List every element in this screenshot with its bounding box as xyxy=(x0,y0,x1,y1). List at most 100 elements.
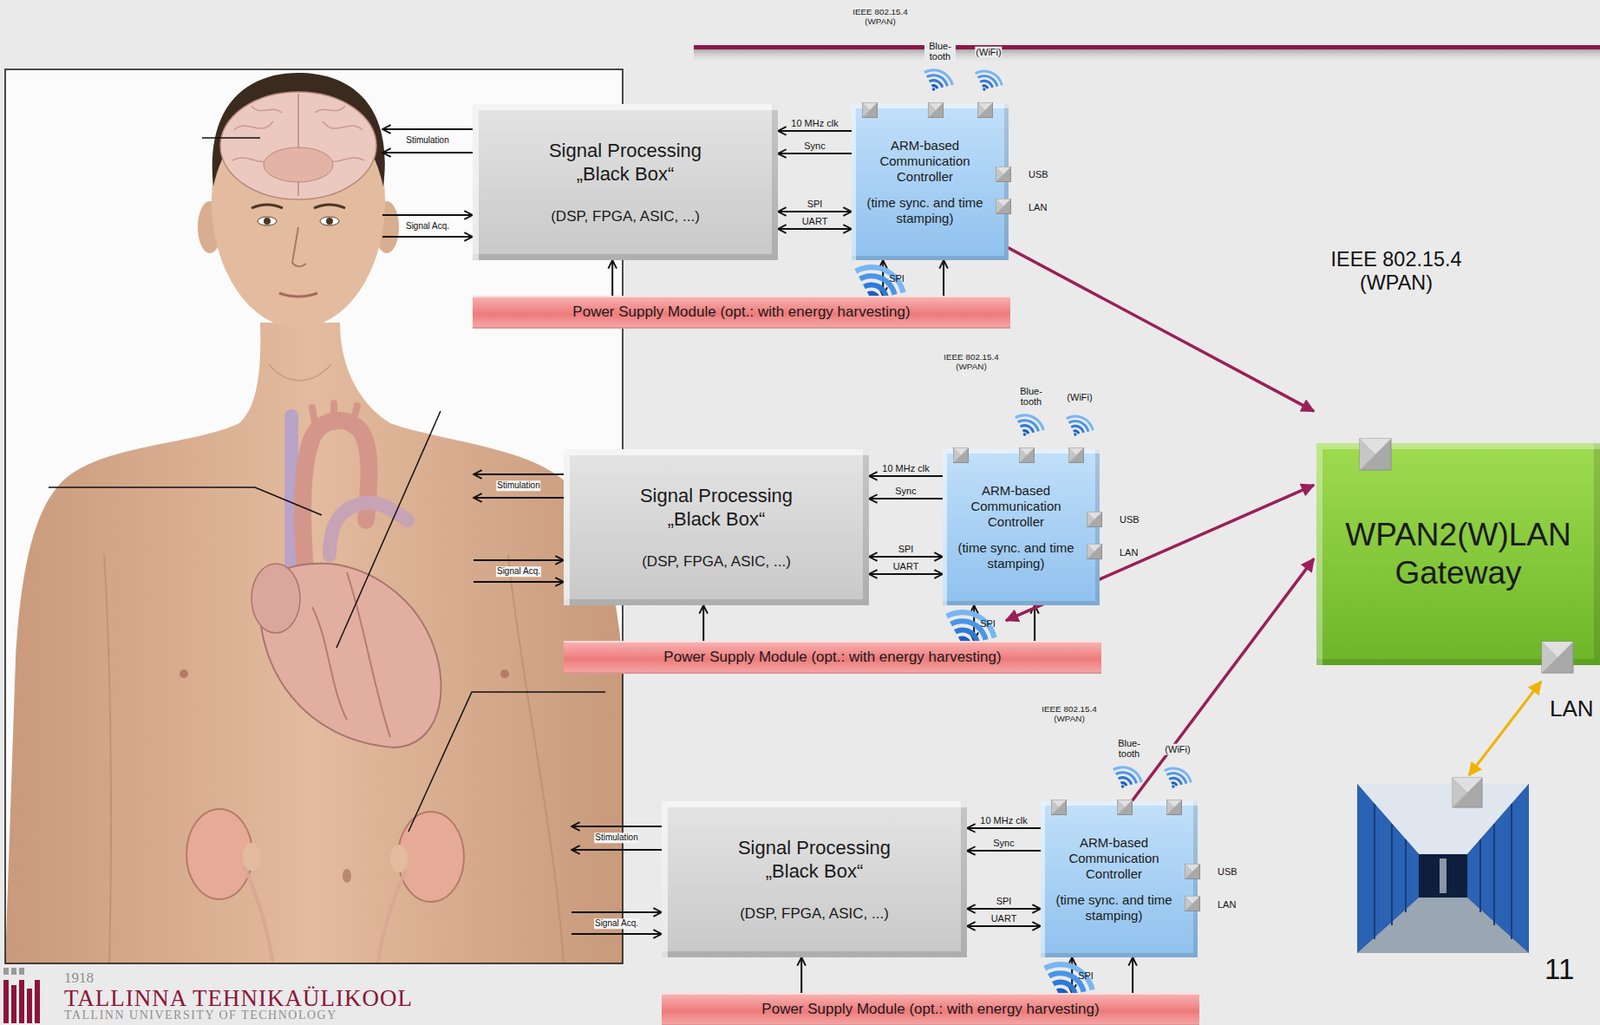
signal-arrow xyxy=(868,497,943,500)
signal-processing-box: Signal Processing „Black Box“(DSP, FPGA,… xyxy=(472,104,778,261)
brain xyxy=(220,91,377,200)
signal-label: Stimulation xyxy=(594,832,639,843)
stimulation-arrow xyxy=(382,128,473,131)
wpan-antenna: IEEE 802.15.4 (WPAN) xyxy=(936,352,1006,651)
port-face xyxy=(1069,448,1078,464)
signal-arrow xyxy=(1033,605,1036,641)
radio-dot xyxy=(1171,784,1175,788)
port-square xyxy=(1452,777,1483,808)
signal-label: Stimulation xyxy=(496,480,541,491)
acquisition-arrow xyxy=(571,933,662,935)
signal-arrow xyxy=(777,152,852,155)
port-face xyxy=(978,103,987,118)
signal-arrow xyxy=(702,605,705,641)
logo-bar xyxy=(34,979,40,1024)
signal-arrow xyxy=(1131,957,1134,993)
radio-icon xyxy=(1065,415,1095,437)
title-bar-shadow xyxy=(693,49,1600,64)
node-subtext: (DSP, FPGA, ASIC, ...) xyxy=(641,552,791,571)
arm-crease xyxy=(104,555,112,964)
server-floor xyxy=(1357,897,1529,954)
signal-arrow xyxy=(868,573,943,575)
logo-bar xyxy=(11,985,17,1024)
signal-name: Sync xyxy=(803,140,826,152)
port-square xyxy=(1087,512,1103,528)
radio-wave xyxy=(977,74,999,87)
radio-dot xyxy=(932,87,936,92)
signal-processing-box: Signal Processing „Black Box“ (DSP, FPGA,… xyxy=(563,449,869,606)
signal-arrow xyxy=(777,210,852,213)
node-heading: Power Supply Module (opt.: with energy h… xyxy=(761,1000,1099,1019)
port-overlay xyxy=(1316,443,1600,666)
node-subtext: (DSP, FPGA, ASIC, ...) xyxy=(550,207,700,226)
communication-controller: ARM-based Communication Controller(time … xyxy=(942,449,1100,606)
radio-wave xyxy=(1019,424,1035,433)
port-square xyxy=(1087,544,1103,560)
radio-wave xyxy=(1014,413,1045,431)
signal-name: SPI xyxy=(806,198,824,210)
radio-dot xyxy=(1121,784,1125,789)
logo-bar xyxy=(3,979,9,1024)
signal-arrow xyxy=(966,849,1041,852)
signal-name: UART xyxy=(990,913,1019,925)
node-heading: Signal Processing „Black Box“ xyxy=(620,483,812,532)
port-square xyxy=(996,199,1012,215)
power-supply-bar: Power Supply Module (opt.: with energy h… xyxy=(563,640,1102,674)
signal-arrow xyxy=(966,827,1041,830)
port-body xyxy=(1117,800,1133,816)
node-heading: Power Supply Module (opt.: with energy h… xyxy=(663,648,1001,667)
server-corridor-end xyxy=(1418,854,1468,898)
port-body xyxy=(1185,864,1201,880)
signal-arrow xyxy=(800,957,803,993)
radio-label: (WiFi) xyxy=(974,46,1002,59)
port-label: LAN xyxy=(1118,547,1139,559)
wireless-link xyxy=(1103,558,1314,838)
port-face xyxy=(1185,864,1194,880)
rack-lines xyxy=(1374,803,1512,940)
port-face xyxy=(1087,512,1096,528)
radio-wave xyxy=(928,78,944,88)
port-square xyxy=(953,448,969,464)
port-square xyxy=(1541,641,1574,673)
page-number: 11 xyxy=(1543,953,1575,987)
node-heading: ARM-based Communication Controller xyxy=(949,483,1083,530)
title-bar xyxy=(693,45,1600,50)
signal-name: UART xyxy=(892,561,921,573)
signal-label: Stimulation xyxy=(404,135,450,146)
radio-wave xyxy=(1043,961,1095,991)
port-face xyxy=(1167,800,1176,816)
radio-icon xyxy=(1014,413,1045,437)
port-body xyxy=(1185,896,1201,912)
radio-wave xyxy=(1112,765,1143,783)
port-square xyxy=(1359,438,1392,471)
acquisition-arrow xyxy=(473,559,564,562)
node-subtext: (DSP, FPGA, ASIC, ...) xyxy=(739,904,889,923)
port-face xyxy=(1051,800,1060,816)
signal-name: SPI xyxy=(995,895,1013,908)
torso xyxy=(5,322,623,964)
port-label: LAN xyxy=(1548,696,1595,723)
radio-wave xyxy=(1068,419,1090,432)
logo-name: TALLINN UNIVERSITY OF TECHNOLOGY xyxy=(63,1008,339,1023)
brain-core xyxy=(263,147,334,183)
node-subtext: (time sync. and time stamping) xyxy=(858,195,992,227)
nipple xyxy=(179,669,189,679)
node-heading: Power Supply Module (opt.: with energy h… xyxy=(572,303,910,321)
stimulation-arrow xyxy=(382,151,473,154)
radio-wave xyxy=(1065,415,1095,432)
port-body xyxy=(1087,544,1103,560)
coronary-vessels xyxy=(312,572,391,738)
port-body xyxy=(1452,777,1483,808)
node-heading: ARM-based Communication Controller xyxy=(858,137,992,185)
mouth xyxy=(279,293,318,297)
port-face xyxy=(1019,448,1028,464)
pupil xyxy=(326,217,334,225)
radio-wave xyxy=(923,68,954,85)
stimulation-arrow xyxy=(473,473,564,476)
stimulation-arrow xyxy=(571,848,662,851)
port-body xyxy=(978,103,993,118)
pulmonary-artery xyxy=(329,502,408,556)
